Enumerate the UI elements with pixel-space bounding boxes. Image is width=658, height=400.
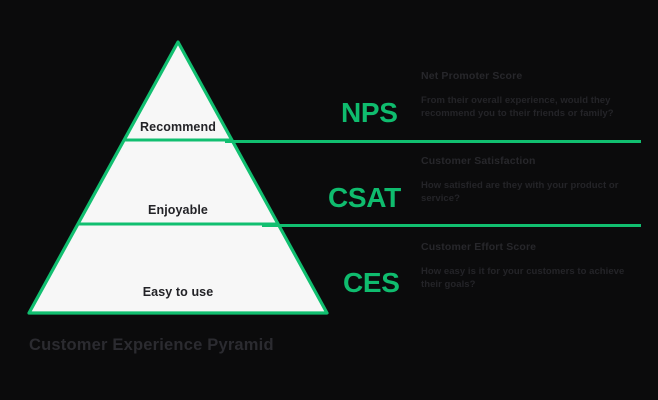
metric-acronym-csat: CSAT <box>328 182 401 213</box>
connector-line-csat <box>262 224 641 227</box>
diagram-title: Customer Experience Pyramid <box>29 336 274 354</box>
pyramid-tier-label-recommend: Recommend <box>140 120 216 134</box>
metric-description-nps: From their overall experience, would the… <box>421 95 614 119</box>
metric-acronym-nps: NPS <box>341 97 398 128</box>
pyramid-tier-label-easy: Easy to use <box>142 285 214 299</box>
metric-acronym-ces: CES <box>343 267 400 298</box>
metric-description-ces: How easy is it for your customers to ach… <box>421 266 625 290</box>
metric-title-csat: Customer Satisfaction <box>421 155 536 167</box>
pyramid-tier-label-enjoyable: Enjoyable <box>148 203 208 217</box>
metric-title-nps: Net Promoter Score <box>421 70 523 82</box>
pyramid-outline <box>27 40 329 315</box>
pyramid-graphic: Recommend Enjoyable Easy to use <box>0 0 360 330</box>
connector-line-nps <box>225 140 641 143</box>
metric-description-csat: How satisfied are they with your product… <box>421 180 619 204</box>
metric-title-ces: Customer Effort Score <box>421 241 537 253</box>
pyramid-shape-svg <box>27 40 329 315</box>
